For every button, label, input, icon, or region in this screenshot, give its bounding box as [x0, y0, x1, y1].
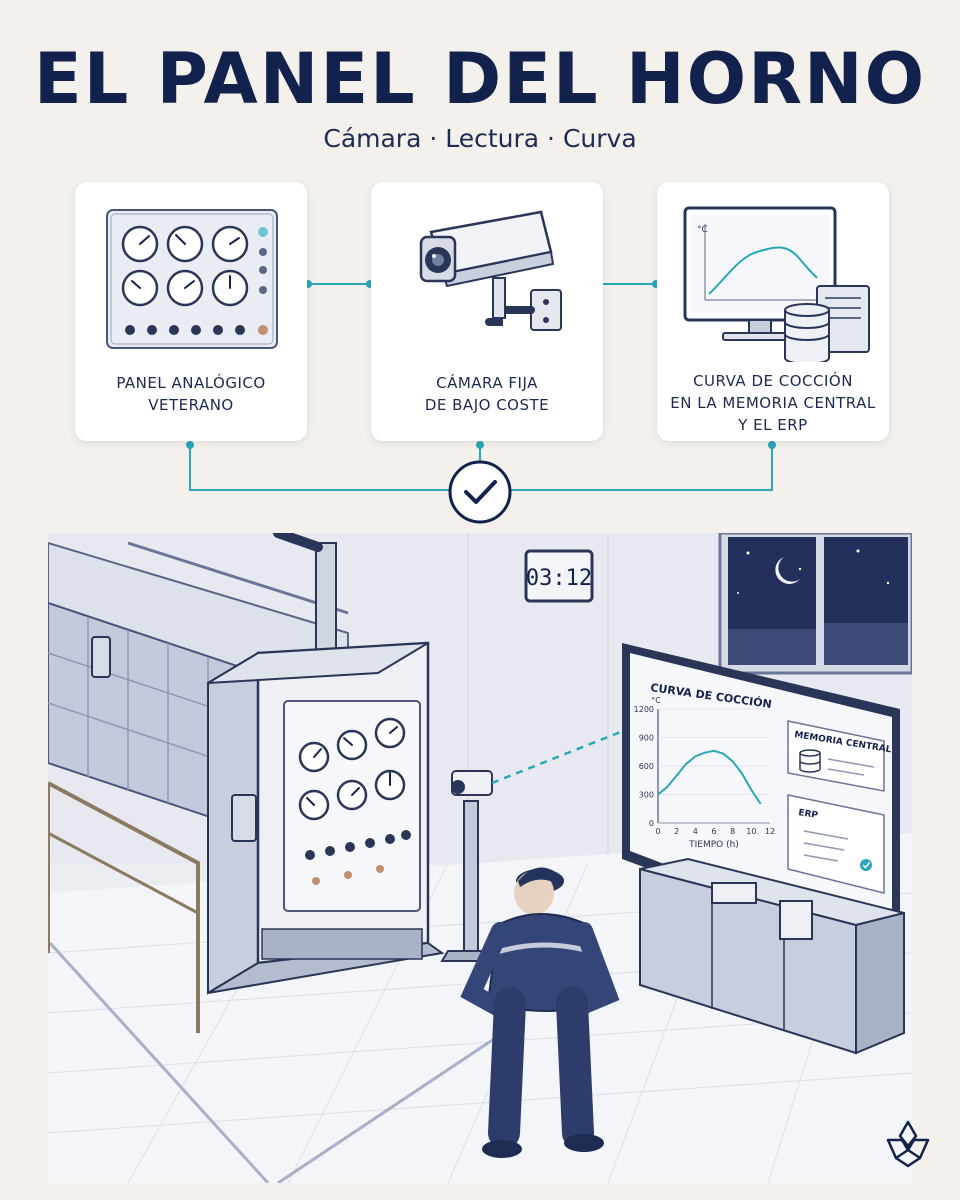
media-cabinet	[639, 857, 905, 1055]
card-camera: CÁMARA FIJA DE BAJO COSTE	[371, 182, 603, 441]
security-camera-icon	[419, 210, 562, 331]
chart-x-tick-label: 6	[711, 827, 716, 836]
card-label-line3: Y EL ERP	[738, 416, 808, 434]
connector-lines	[186, 280, 776, 524]
brand-logo-icon	[886, 1120, 930, 1168]
screen-chart: 0 300 600 900 1200 0 2 4 6 8 10 12 °C TIEMPO (h)	[634, 696, 775, 850]
chart-x-tick-label: 4	[693, 827, 698, 836]
card-label-line2: VETERANO	[148, 396, 234, 414]
page-title: EL PANEL DEL HORNO	[33, 38, 927, 120]
card-label-line2: DE BAJO COSTE	[424, 396, 550, 414]
worker-figure	[460, 867, 620, 1158]
chart-series-line	[657, 749, 762, 805]
chart-y-tick-label: 1200	[634, 705, 654, 714]
monitor-unit-label: °C	[697, 225, 708, 235]
page-subtitle: Cámara · Lectura · Curva	[323, 124, 637, 153]
wall-clock: 03:12	[524, 549, 594, 603]
chart-y-axis-label: °C	[651, 696, 661, 705]
clock-time: 03:12	[526, 566, 592, 591]
card-label-line2: EN LA MEMORIA CENTRAL	[670, 394, 876, 412]
chart-y-tick-label: 900	[639, 734, 654, 743]
card-label-line1: CÁMARA FIJA	[436, 374, 538, 392]
analog-panel-icon	[106, 209, 278, 349]
chart-x-axis-label: TIEMPO (h)	[688, 840, 739, 850]
check-icon	[448, 460, 512, 524]
monitor-database-icon: °C	[683, 206, 870, 362]
night-window	[718, 533, 912, 675]
chart-y-tick-label: 300	[639, 791, 654, 800]
factory-scene: 03:12	[48, 533, 912, 1183]
erp-check-icon	[860, 859, 872, 871]
chart-x-tick-label: 2	[674, 827, 679, 836]
card-label-line1: PANEL ANALÓGICO	[116, 374, 266, 392]
card-firing-curve: °C CURVA DE COCCIÓN EN LA MEMORIA CENTRA…	[657, 182, 889, 441]
chart-y-tick-label: 0	[649, 819, 654, 828]
chart-y-tick-label: 600	[639, 762, 654, 771]
screen-erp-title: ERP	[798, 808, 819, 821]
moon-icon	[775, 557, 800, 584]
chart-x-tick-label: 8	[730, 827, 735, 836]
chart-x-tick-label: 10	[746, 827, 756, 836]
chart-x-tick-label: 12	[765, 827, 775, 836]
control-cabinet	[207, 641, 445, 995]
card-analog-panel: PANEL ANALÓGICO VETERANO	[75, 182, 307, 441]
chart-x-tick-label: 0	[655, 827, 660, 836]
database-icon	[799, 749, 821, 773]
card-label-line1: CURVA DE COCCIÓN	[693, 372, 853, 390]
